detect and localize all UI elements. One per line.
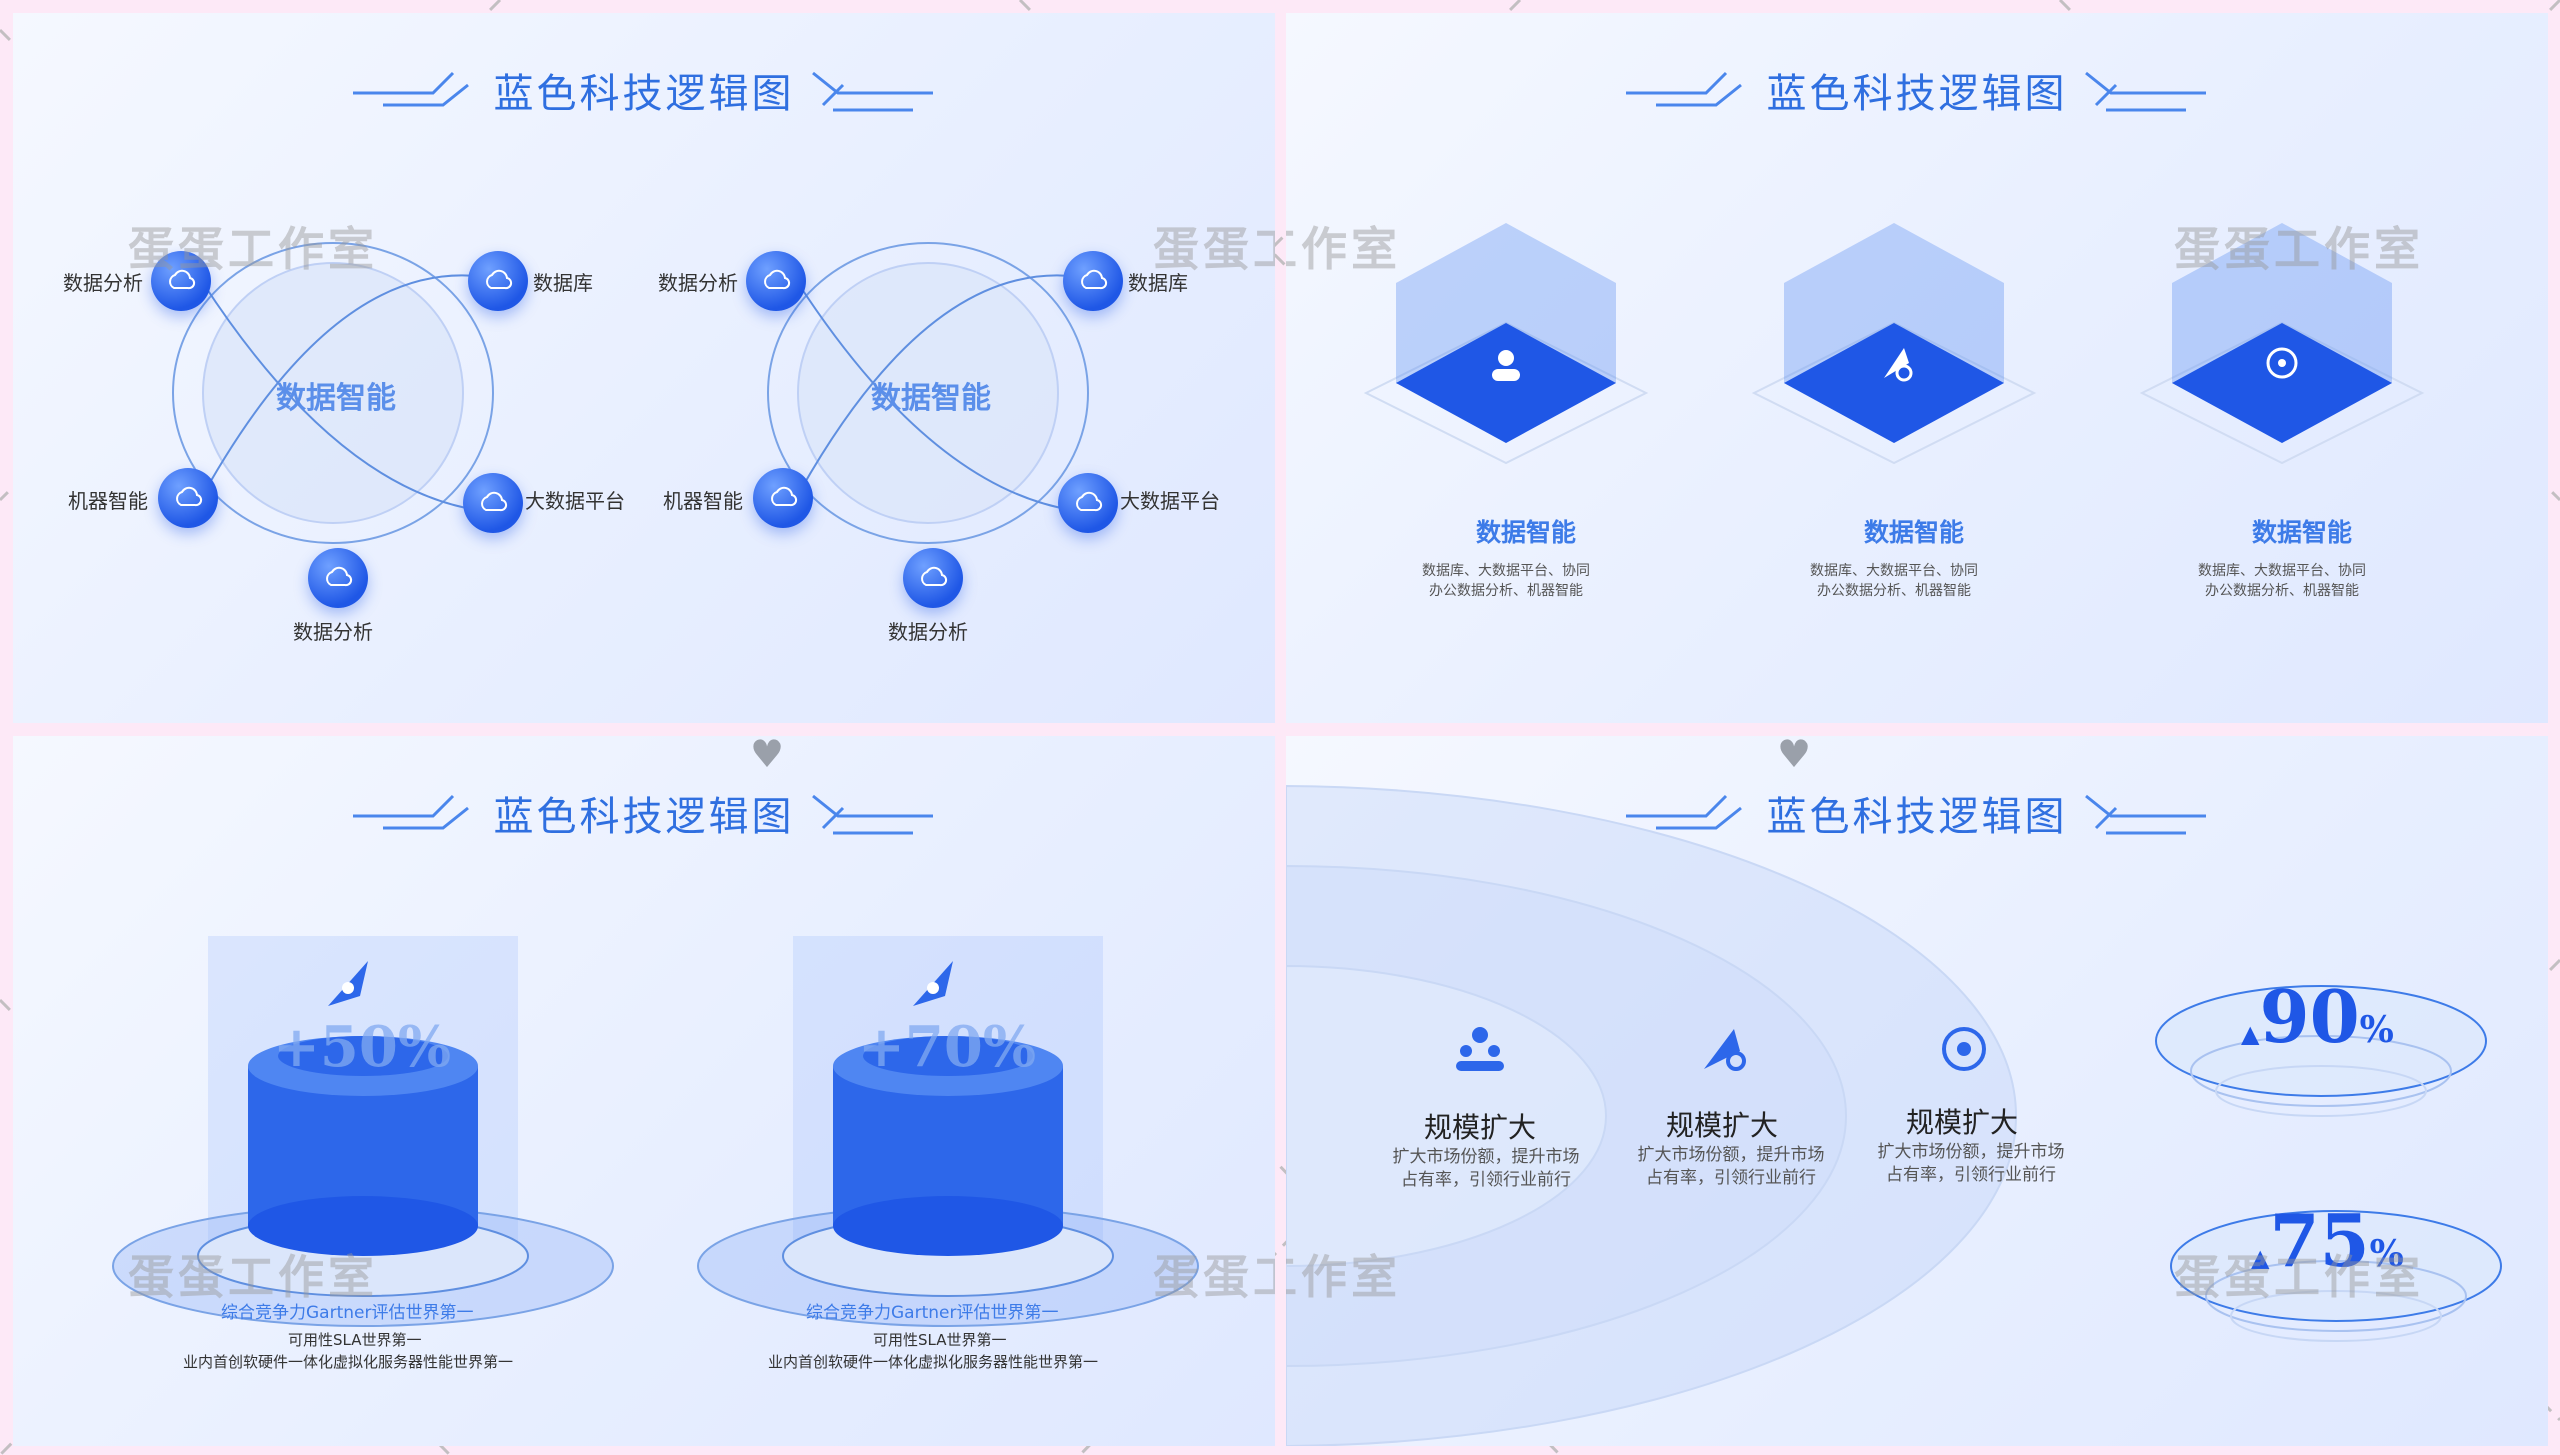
ring-percent: ▲75%	[2251, 1198, 2404, 1283]
right-deco-icon	[812, 71, 933, 112]
ring-value: 90	[2259, 974, 2360, 1059]
card-desc: 数据库、大数据平台、协同 办公数据分析、机器智能	[1810, 563, 1978, 599]
watermark: 蛋蛋工作室	[128, 1250, 378, 1304]
node-cloud-icon	[308, 548, 368, 608]
panel-title: 蓝色科技逻辑图	[493, 71, 795, 117]
watermark: 蛋蛋工作室	[1286, 222, 1401, 276]
card-heading: 数据智能	[1864, 518, 1965, 547]
left-deco-icon	[1626, 71, 1742, 107]
left-deco-icon	[353, 71, 469, 107]
card-heading: 数据智能	[2252, 518, 2353, 547]
node-label: 大数据平台	[1120, 489, 1220, 513]
card-desc: 数据库、大数据平台、协同 办公数据分析、机器智能	[2198, 563, 2366, 599]
rocket-search-icon	[1704, 1029, 1746, 1071]
item-heading: 规模扩大	[1666, 1109, 1779, 1142]
item-heading: 规模扩大	[1424, 1111, 1537, 1144]
ring-unit: %	[2369, 1233, 2404, 1275]
node-cloud-icon	[1058, 473, 1118, 533]
item-desc: 扩大市场份额，提升市场 占有率，引领行业前行	[1877, 1142, 2065, 1185]
node-label: 大数据平台	[525, 489, 625, 513]
node-label: 数据分析	[293, 620, 373, 644]
item-desc: 扩大市场份额，提升市场 占有率，引领行业前行	[1637, 1145, 1825, 1188]
node-cloud-icon	[1063, 251, 1123, 311]
panel-title: 蓝色科技逻辑图	[1766, 794, 2068, 840]
watermark: 蛋蛋工作室	[1153, 1250, 1275, 1304]
node-cloud-icon	[151, 251, 211, 311]
panel-data-intelligence-orbit: 蓝色科技逻辑图 数据智能 数据分析 数据库 机器智能 大数据平台 数据分析 数据…	[13, 13, 1275, 723]
node-label: 机器智能	[663, 489, 743, 513]
watermark: 蛋蛋工作室	[1286, 1250, 1401, 1304]
left-deco-icon	[1626, 794, 1742, 830]
right-deco-icon	[812, 794, 933, 835]
watermark: 蛋蛋工作室	[1153, 222, 1275, 276]
card-desc: 数据库、大数据平台、协同 办公数据分析、机器智能	[1422, 563, 1590, 599]
cube-people-icon	[1363, 223, 1649, 465]
item-line2: 可用性SLA世界第一	[873, 1331, 1007, 1349]
watermark: 蛋蛋工作室	[128, 222, 378, 276]
panel-growth-platforms: 蓝色科技逻辑图 +50% 综合竞争力Gartner评估世界第一 可用性SLA世界…	[13, 736, 1275, 1446]
item-desc: 扩大市场份额，提升市场 占有率，引领行业前行	[1392, 1147, 1580, 1190]
center-label: 数据智能	[276, 381, 396, 416]
node-label: 机器智能	[68, 489, 148, 513]
growth-percent: +70%	[858, 1014, 1037, 1080]
cube-refresh-bulb-icon	[2139, 223, 2425, 465]
item-line3: 业内首创软硬件一体化虚拟化服务器性能世界第一	[768, 1353, 1099, 1371]
node-label: 数据分析	[658, 271, 738, 295]
node-label: 数据库	[533, 271, 593, 295]
ring-platform	[2155, 985, 2487, 1117]
ring-percent: ▲90%	[2241, 974, 2394, 1059]
card-heading: 数据智能	[1476, 518, 1577, 547]
node-label: 数据分析	[63, 271, 143, 295]
ring-value: 75	[2269, 1198, 2370, 1283]
ring-unit: %	[2359, 1009, 2394, 1051]
right-deco-icon	[2085, 71, 2206, 112]
center-label: 数据智能	[871, 381, 991, 416]
panel-scale-expansion: 蓝色科技逻辑图 规模扩大 扩大市场份额，提升市场 占有率，引领行业前行 规模扩大…	[1286, 736, 2548, 1446]
item-line1: 综合竞争力Gartner评估世界第一	[221, 1303, 474, 1323]
watermark: 蛋蛋工作室	[2174, 222, 2424, 276]
platform-cylinder	[697, 936, 1199, 1327]
node-label: 数据分析	[888, 620, 968, 644]
node-cloud-icon	[468, 251, 528, 311]
item-heading: 规模扩大	[1906, 1106, 2019, 1139]
heart-icon: ♥	[750, 732, 785, 776]
node-cloud-icon	[746, 251, 806, 311]
panel-cube-cards: 蓝色科技逻辑图 数据智能 数据库、大数据平台、协同 办公数据分析、机器智能 数据…	[1286, 13, 2548, 723]
node-cloud-icon	[158, 468, 218, 528]
refresh-bulb-icon	[1942, 1027, 1986, 1071]
node-cloud-icon	[753, 468, 813, 528]
item-line2: 可用性SLA世界第一	[288, 1331, 422, 1349]
node-cloud-icon	[463, 473, 523, 533]
watermark: 蛋蛋工作室	[2174, 1250, 2424, 1304]
growth-percent: +50%	[273, 1014, 452, 1080]
heart-icon: ♥	[1777, 732, 1812, 776]
orbit-diagram-left	[172, 242, 514, 544]
ring-platform	[2170, 1210, 2502, 1342]
arc-layers	[1286, 784, 2018, 1446]
left-deco-icon	[353, 794, 469, 830]
panel-title: 蓝色科技逻辑图	[1766, 71, 2068, 117]
item-line3: 业内首创软硬件一体化虚拟化服务器性能世界第一	[183, 1353, 514, 1371]
node-cloud-icon	[903, 548, 963, 608]
item-line1: 综合竞争力Gartner评估世界第一	[806, 1303, 1059, 1323]
cube-rocket-search-icon	[1751, 223, 2037, 465]
right-deco-icon	[2085, 794, 2206, 835]
people-icon	[1456, 1027, 1504, 1071]
node-label: 数据库	[1128, 271, 1188, 295]
platform-cylinder	[112, 936, 614, 1327]
panel-title: 蓝色科技逻辑图	[493, 794, 795, 840]
